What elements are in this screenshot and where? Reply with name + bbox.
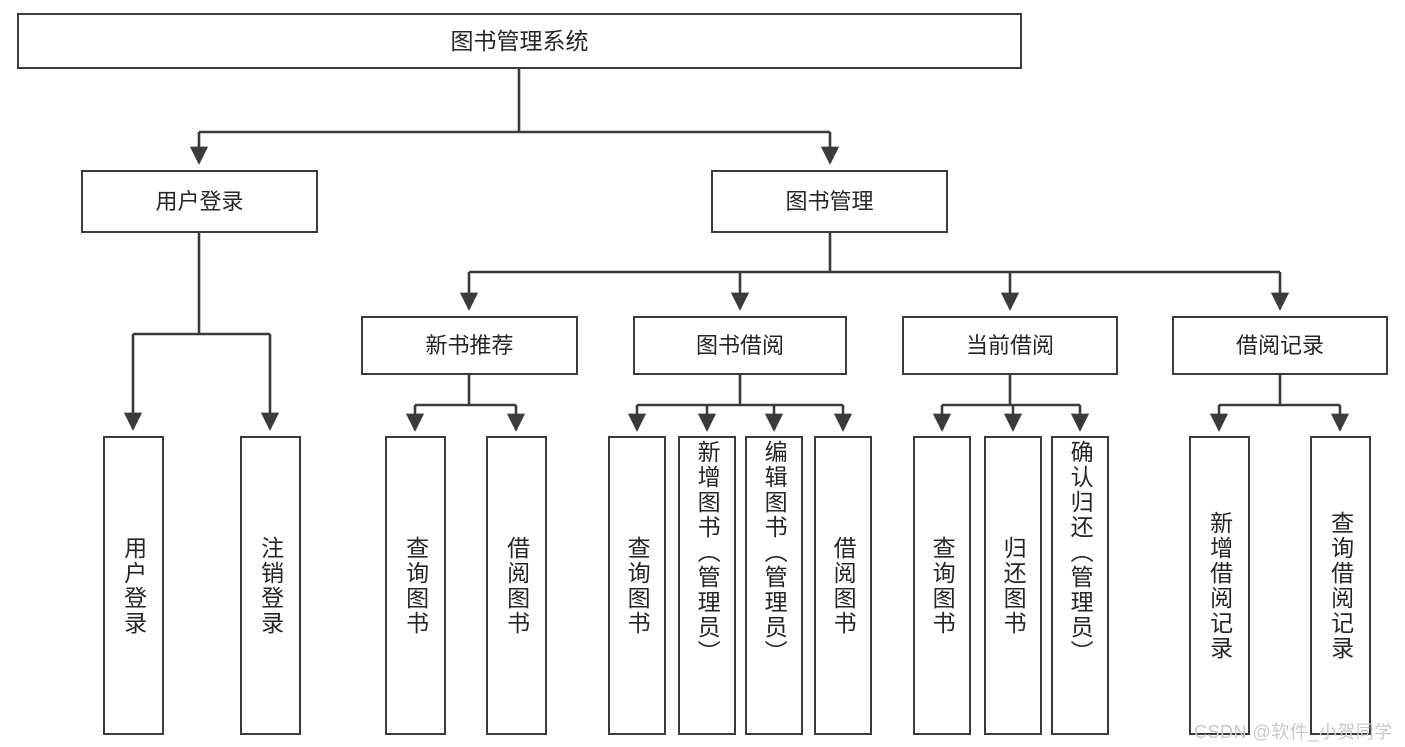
leaf-logout[interactable]: 注销登录 (240, 436, 301, 735)
leaf-edit-book-admin[interactable]: 编辑图书（管理员） (745, 436, 803, 735)
leaf-return-book[interactable]: 归还图书 (984, 436, 1042, 735)
leaf-query-borrow-record[interactable]: 查询借阅记录 (1310, 436, 1371, 735)
leaf-confirm-return-admin[interactable]: 确认归还（管理员） (1051, 436, 1109, 735)
node-book-management[interactable]: 图书管理 (711, 170, 948, 233)
csdn-watermark: CSDN @软件_小贺同学 (1194, 722, 1393, 742)
node-user-login[interactable]: 用户登录 (81, 170, 318, 233)
node-current-borrow[interactable]: 当前借阅 (902, 316, 1118, 375)
node-book-borrow[interactable]: 图书借阅 (633, 316, 847, 375)
leaf-query-book-nbr[interactable]: 查询图书 (385, 436, 446, 735)
node-root-system[interactable]: 图书管理系统 (17, 13, 1022, 69)
leaf-query-book-bb[interactable]: 查询图书 (608, 436, 666, 735)
leaf-borrow-book-nbr[interactable]: 借阅图书 (486, 436, 547, 735)
leaf-add-borrow-record[interactable]: 新增借阅记录 (1189, 436, 1250, 735)
node-new-book-recommend[interactable]: 新书推荐 (361, 316, 578, 375)
leaf-borrow-book-bb[interactable]: 借阅图书 (814, 436, 872, 735)
leaf-query-book-cb[interactable]: 查询图书 (913, 436, 971, 735)
node-borrow-record[interactable]: 借阅记录 (1172, 316, 1388, 375)
leaf-user-login[interactable]: 用户登录 (103, 436, 164, 735)
leaf-add-book-admin[interactable]: 新增图书（管理员） (678, 436, 736, 735)
